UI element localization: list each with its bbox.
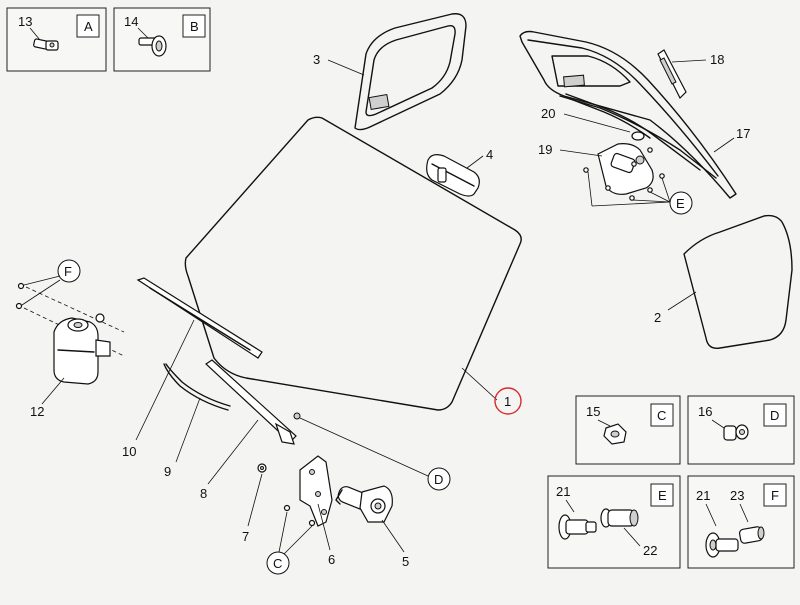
part-17-rear-glass: 17 [519, 30, 750, 199]
inset-box-e: 21 E 22 [547, 475, 681, 569]
callout-17: 17 [736, 126, 750, 141]
part-6-wiper-bracket: 6 C [266, 455, 335, 575]
screw-c-right-icon [308, 519, 316, 527]
callout-6: 6 [328, 552, 335, 567]
inset-f-part-right: 23 [730, 488, 744, 503]
part-7-nut: 7 [242, 463, 267, 544]
inset-a-part-number: 13 [18, 14, 32, 29]
inset-b-part-number: 14 [124, 14, 138, 29]
part-5-wiper-motor: 5 [335, 485, 409, 569]
inset-f-part-left: 21 [696, 488, 710, 503]
inset-e-part-left: 21 [556, 484, 570, 499]
screw-f-lower-icon [15, 302, 23, 310]
inset-a-letter: A [84, 19, 93, 34]
callout-1-highlight: 1 [494, 387, 522, 415]
screw-c-left-icon [283, 504, 291, 512]
callout-12: 12 [30, 404, 44, 419]
inset-box-d: 16 D [687, 395, 795, 465]
inset-box-a: 13 A [6, 7, 107, 72]
callout-5: 5 [402, 554, 409, 569]
inset-c-part-number: 15 [586, 404, 600, 419]
callout-1: 1 [504, 394, 511, 409]
part-10-wiper-blade: 10 [122, 277, 263, 459]
part-12-washer-reservoir: F 12 [15, 259, 125, 419]
inset-d-letter: D [770, 408, 779, 423]
callout-4: 4 [486, 147, 493, 162]
inset-box-f: 21 23 F [687, 475, 795, 569]
callout-2: 2 [654, 310, 661, 325]
nut-15-icon [603, 423, 627, 445]
inset-c-letter: C [657, 408, 666, 423]
part-19-rear-wiper-motor: 19 E [538, 142, 693, 215]
part-9-washer-hose: 9 [163, 363, 231, 479]
inset-b-letter: B [190, 19, 199, 34]
callout-8: 8 [200, 486, 207, 501]
inset-e-letter: E [658, 488, 667, 503]
detail-letter-d: D [434, 472, 443, 487]
detail-letter-f: F [64, 264, 72, 279]
part-8-wiper-arm: 8 [200, 359, 297, 501]
callout-3: 3 [313, 52, 320, 67]
detail-letter-e: E [676, 196, 685, 211]
clip-21-f-icon [705, 532, 739, 558]
inset-e-part-right: 22 [643, 543, 657, 558]
callout-20: 20 [541, 106, 555, 121]
part-3-side-window: 3 [313, 13, 467, 131]
bolt-13-icon [33, 38, 59, 51]
part-4-rearview-mirror: 4 [426, 147, 493, 197]
part-18-wiper-cap: 18 [657, 49, 724, 100]
part-2-quarter-glass: 2 [654, 214, 793, 349]
detail-letter-c: C [273, 556, 282, 571]
nut-16-icon [723, 424, 749, 441]
screw-f-upper-icon [17, 282, 25, 290]
detail-d-marker: D [293, 412, 451, 491]
callout-9: 9 [164, 464, 171, 479]
callout-19: 19 [538, 142, 552, 157]
clip-14-icon [138, 35, 167, 57]
inset-f-letter: F [771, 488, 779, 503]
callout-10: 10 [122, 444, 136, 459]
clip-21-e-icon [558, 514, 597, 540]
callout-18: 18 [710, 52, 724, 67]
part-1-windshield: 1 [184, 116, 522, 415]
part-20-rear-wiper: 20 [541, 93, 701, 171]
callout-7: 7 [242, 529, 249, 544]
inset-d-part-number: 16 [698, 404, 712, 419]
grommet-22-icon [600, 508, 639, 528]
cap-23-icon [738, 526, 765, 544]
inset-box-c: 15 C [575, 395, 681, 465]
inset-box-b: 14 B [113, 7, 211, 72]
